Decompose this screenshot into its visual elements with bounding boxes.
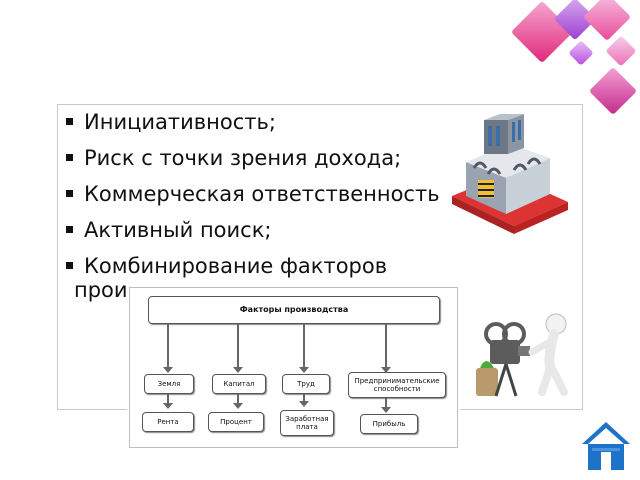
income-box-wages: Заработная плата xyxy=(280,410,334,436)
factor-box-land: Земля xyxy=(144,374,194,394)
arrow-down xyxy=(381,324,391,373)
income-box-profit: Прибыль xyxy=(360,414,418,434)
bullet-item: Риск с точки зрения дохода; xyxy=(64,146,484,170)
bullet-item: Коммерческая ответственность xyxy=(64,182,484,206)
factory-icon xyxy=(452,114,568,234)
decor-cube-3 xyxy=(582,0,632,42)
bullet-square-icon xyxy=(66,262,73,269)
decor-cube-5 xyxy=(568,40,594,66)
bullet-item: Инициативность; xyxy=(64,110,484,134)
bullet-item: Комбинирование факторов xyxy=(64,254,484,278)
income-box-interest: Процент xyxy=(208,412,264,432)
arrow-down xyxy=(233,394,243,409)
arrow-down xyxy=(299,394,309,407)
bullet-square-icon xyxy=(66,154,73,161)
bullet-list: Инициативность; Риск с точки зрения дохо… xyxy=(64,110,484,314)
decor-cube-6 xyxy=(605,35,637,67)
bullet-square-icon xyxy=(66,226,73,233)
person-with-camera-icon xyxy=(476,313,568,397)
diagram-header-box: Факторы производства xyxy=(148,296,440,324)
arrow-down xyxy=(163,324,173,373)
income-box-rent: Рента xyxy=(142,412,194,432)
bullet-item: Активный поиск; xyxy=(64,218,484,242)
factor-box-labor: Труд xyxy=(282,374,330,394)
arrow-down xyxy=(233,324,243,373)
bullet-square-icon xyxy=(66,118,73,125)
arrow-down xyxy=(299,324,309,373)
arrow-down xyxy=(163,394,173,409)
decor-cube-4 xyxy=(588,66,638,116)
arrow-down xyxy=(381,398,391,413)
factor-box-capital: Капитал xyxy=(212,374,266,394)
factors-diagram: Факторы производства Земля Капитал Труд … xyxy=(129,287,458,448)
factor-box-entrepreneurship: Предпринимательские способности xyxy=(348,372,446,398)
home-icon[interactable] xyxy=(578,418,634,474)
bullet-square-icon xyxy=(66,190,73,197)
